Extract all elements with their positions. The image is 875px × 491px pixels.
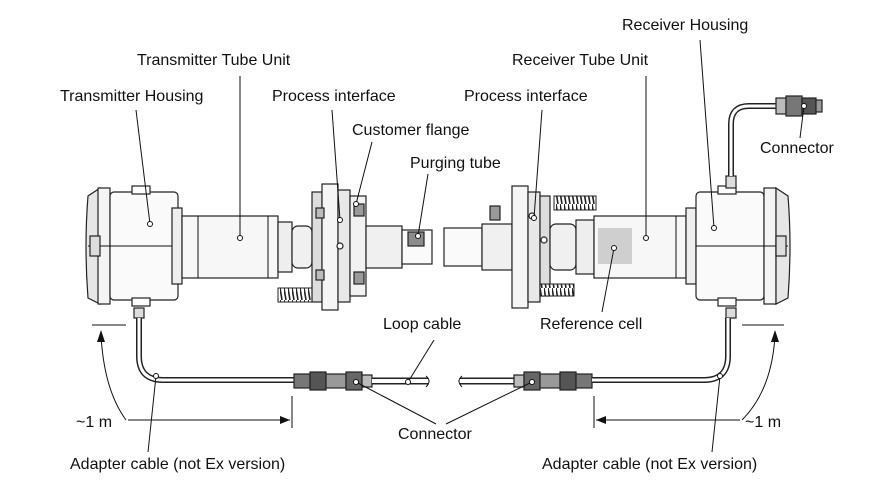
springs-right <box>539 195 597 297</box>
process-interface-left-part <box>311 183 351 311</box>
top-cable-and-connector <box>728 95 823 176</box>
purging-tube-left <box>365 225 433 269</box>
label-transmitter-housing: Transmitter Housing <box>60 88 204 105</box>
label-connector-bottom: Connector <box>398 426 472 443</box>
customer-flange-part <box>349 195 367 297</box>
label-loop-cable: Loop cable <box>383 316 462 333</box>
label-receiver-tube-unit: Receiver Tube Unit <box>512 52 649 69</box>
receiver-housing <box>685 175 791 319</box>
label-process-interface-left: Process interface <box>272 88 396 105</box>
label-distance-left: ~1 m <box>76 414 113 431</box>
label-connector-top: Connector <box>760 140 834 157</box>
transmitter-housing <box>85 185 183 319</box>
label-adapter-cable-left: Adapter cable (not Ex version) <box>70 456 286 473</box>
label-customer-flange: Customer flange <box>352 122 470 139</box>
label-receiver-housing: Receiver Housing <box>622 17 749 34</box>
label-distance-right: ~1 m <box>745 414 782 431</box>
purging-tube-right <box>443 205 513 271</box>
label-purging-tube: Purging tube <box>410 155 501 172</box>
process-interface-right-part <box>511 185 551 309</box>
left-adapter-cable <box>136 318 430 391</box>
dimension-right <box>593 324 784 428</box>
label-transmitter-tube-unit: Transmitter Tube Unit <box>137 52 291 69</box>
dimension-left <box>92 324 293 428</box>
label-process-interface-right: Process interface <box>464 88 588 105</box>
leader-lines <box>135 39 807 453</box>
label-adapter-cable-right: Adapter cable (not Ex version) <box>542 456 758 473</box>
receiver-tube-unit <box>549 215 687 279</box>
label-reference-cell: Reference cell <box>540 316 643 333</box>
transmitter-tube-unit <box>181 215 313 279</box>
